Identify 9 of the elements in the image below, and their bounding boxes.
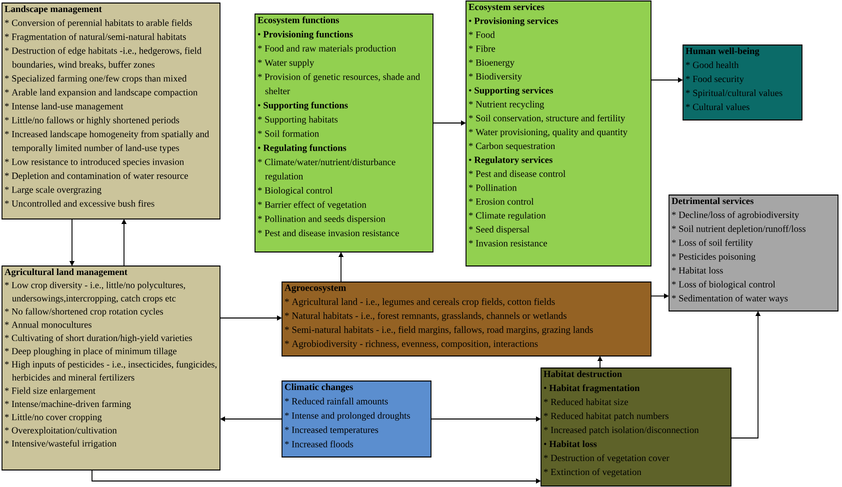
list-box: Ecosystem functions • Provisioning functions * Food and raw materials production * Water supply * Provision of genetic resources, shade and shelter • Supporting functions * Supporting habitats * Soil formation • Regulating functions * Climate/water/nutrient/disturbance regulation * Biological control * Barrier effect of vegetation * Pollination and seeds dispersion * Pest and disease invasion resistance — [254, 14, 434, 252]
list-box: Habitat destruction • Habitat fragmentation * Reduced habitat size * Reduced habitat patch numbers * Increased patch isolation/disconnection • Habitat loss * Destruction of vegetation cover * Extinction of vegetation — [540, 368, 732, 486]
list-box: Human well-being * Good health * Food security * Spiritual/cultural values * Cultural values — [682, 44, 802, 120]
list-box: Climatic changes * Reduced rainfall amounts * Intense and prolonged droughts * Increased temperatures * Increased floods — [282, 380, 432, 458]
list-box: Agricultural land management * Low crop diversity - i.e., little/no polycultures, undersowings,intercropping, catch crops etc * No fallow/shortened crop rotation cycles * Annual monocultures * Cultivating of short duration/high-yield varieties * Deep ploughing in place of minimum tillage * High inputs of pesticides - i.e., insecticides, fungicides, herbicides and mineral fertilizers * Field size enlargement * Intense/machine-driven farming * Little/no cover cropping * Overexploitation/cultivation * Intensive/wasteful irrigation — [2, 266, 220, 470]
list-box: Landscape management * Conversion of perennial habitats to arable fields * Fragmentation of natural/semi-natural habitats * Destruction of edge habitats -i.e., hedgerows, field boundaries, wind breaks, buffer zones * Specialized farming one/few crops than mixed * Arable land expansion and landscape compaction * Intense land-use management * Little/no fallows or highly shortened periods * Increased landscape homogeneity from spatially and temporally limited number of land-use types * Low resistance to introduced species invasion * Depletion and contamination of water resource * Large scale overgrazing * Uncontrolled and excessive bush fires — [2, 2, 220, 220]
list-box: Ecosystem services • Provisioning services * Food * Fibre * Bioenergy * Biodiversity • Supporting services * Nutrient recycling * Soil conservation, structure and fertility * Water provisioning, quality and quantity * Carbon sequestration • Regulatory services * Pest and disease control * Pollination * Erosion control * Climate regulation * Seed dispersal * Invasion resistance — [466, 0, 652, 266]
list-box: Detrimental services * Decline/loss of agrobiodiversity * Soil nutrient depletion/runoff/loss * Loss of soil fertility * Pesticides poisoning * Habitat loss * Loss of biological control * Sedimentation of water ways — [668, 194, 838, 312]
list-box: Agroecosystem * Agricultural land - i.e., legumes and cereals crop fields, cotton fields * Natural habitats - i.e., forest remnants, grasslands, channels or wetlands * Semi-natural habitats - i.e., field margins, fallows, road margins, grazing lands * Agrobiodiversity - richness, evenness, composition, interactions — [282, 282, 652, 356]
